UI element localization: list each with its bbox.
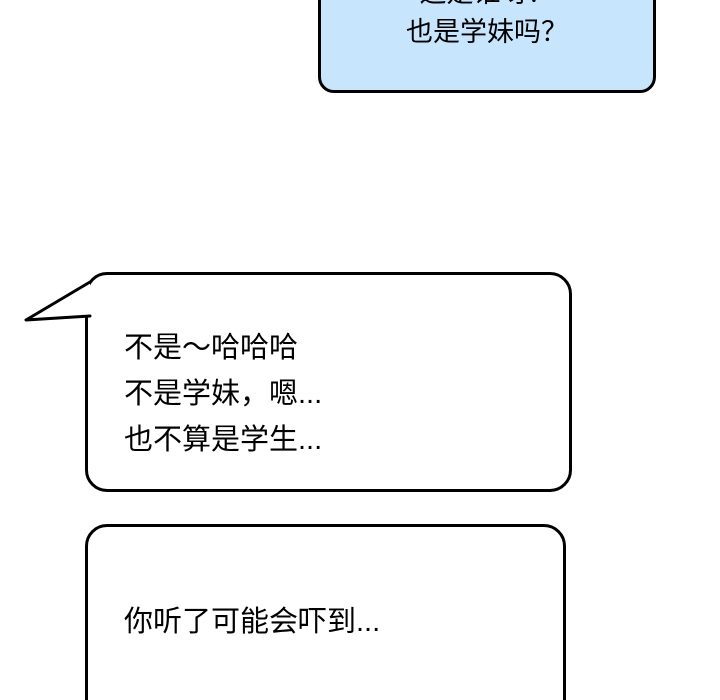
speech-bubble-white-top-line-1: 不是～哈哈哈 (124, 332, 299, 364)
speech-bubble-blue-line-2: 也是学妹吗？ (406, 17, 568, 47)
speech-bubble-white-bottom: 你听了可能会吓到... (85, 524, 566, 700)
speech-bubble-white-top: 不是～哈哈哈 不是学妹，嗯... 也不算是学生... (85, 272, 572, 492)
speech-bubble-white-top-line-2: 不是学妹，嗯... (124, 378, 323, 410)
speech-bubble-white-top-line-3: 也不算是学生... (124, 424, 323, 456)
speech-bubble-white-bottom-line-1: 你听了可能会吓到... (124, 606, 381, 638)
speech-bubble-tail (24, 280, 92, 322)
speech-bubble-blue-line-1: 这是谁呀？ (420, 0, 555, 13)
speech-bubble-blue: 这是谁呀？ 也是学妹吗？ (318, 0, 656, 93)
